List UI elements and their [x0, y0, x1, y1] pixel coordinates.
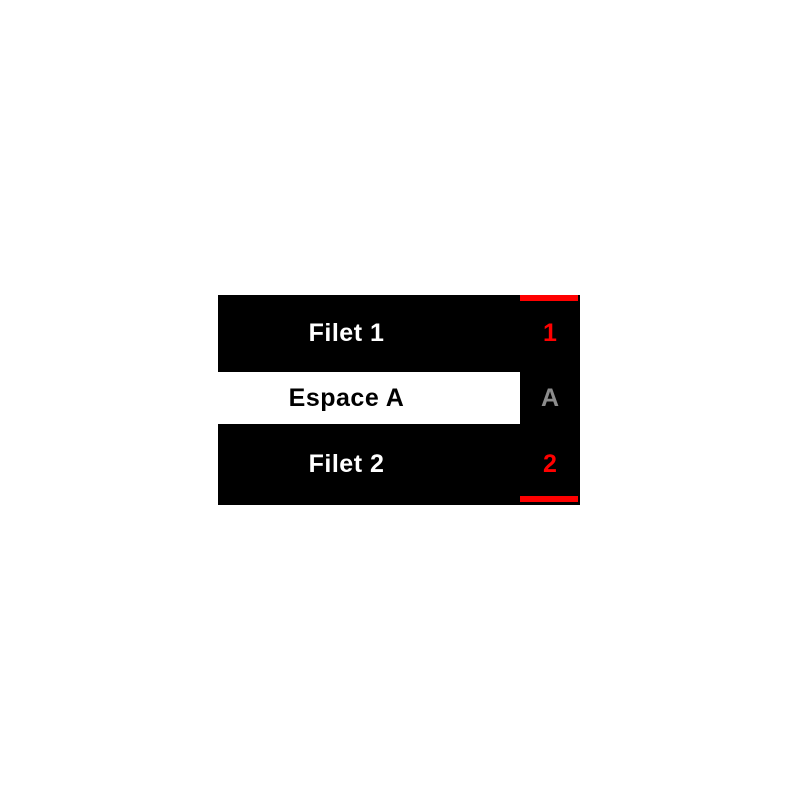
espace-letter: A	[540, 383, 560, 412]
pitch-tick-top	[520, 295, 578, 301]
espace-row: Espace A A	[218, 372, 580, 424]
filet1-label: Filet 1	[308, 319, 385, 347]
thread-diagram: Filet 1 1 Espace A A Filet 2 2	[218, 295, 580, 505]
filet1-row: Filet 1 1	[218, 295, 580, 372]
filet2-number: 2	[543, 450, 557, 478]
filet1-number: 1	[543, 319, 557, 347]
espace-label: Espace A	[218, 372, 520, 424]
pitch-tick-bottom	[520, 496, 578, 502]
filet2-row: Filet 2 2	[218, 424, 580, 505]
filet2-label: Filet 2	[308, 450, 385, 478]
